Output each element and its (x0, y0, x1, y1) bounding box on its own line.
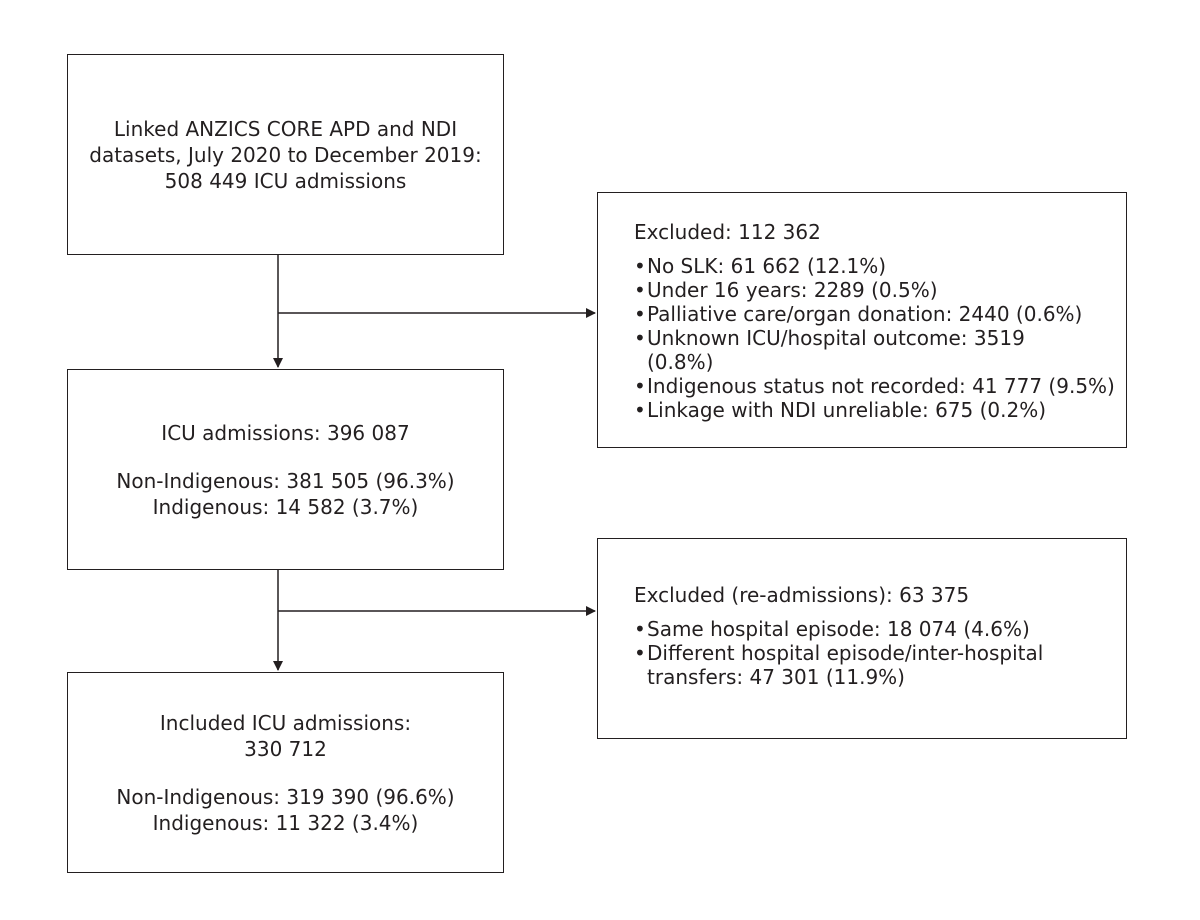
included-title-line-2: 330 712 (244, 736, 327, 761)
excluded-1-title: Excluded: 112 362 (634, 220, 821, 244)
excluded-2-list: Same hospital episode: 18 074 (4.6%) Dif… (634, 617, 1126, 689)
source-line-2: datasets, July 2020 to December 2019: (89, 142, 482, 167)
list-item: Under 16 years: 2289 (0.5%) (634, 278, 1126, 302)
excluded-box-2: Excluded (re-admissions): 63 375 Same ho… (597, 538, 1127, 739)
source-line-3: 508 449 ICU admissions (164, 168, 407, 193)
list-item: Palliative care/organ donation: 2440 (0.… (634, 302, 1126, 326)
icu-indigenous: Indigenous: 14 582 (3.7%) (152, 494, 419, 519)
source-datasets-box: Linked ANZICS CORE APD and NDI datasets,… (67, 54, 504, 255)
included-non-indigenous: Non-Indigenous: 319 390 (96.6%) (116, 784, 455, 809)
list-item: Different hospital episode/inter-hospita… (634, 641, 1077, 689)
included-title-line-1: Included ICU admissions: (159, 710, 412, 735)
icu-non-indigenous: Non-Indigenous: 381 505 (96.3%) (116, 468, 455, 493)
excluded-2-title: Excluded (re-admissions): 63 375 (634, 583, 970, 607)
icu-admissions-box: ICU admissions: 396 087 Non-Indigenous: … (67, 369, 504, 570)
source-line-1: Linked ANZICS CORE APD and NDI (113, 116, 458, 141)
list-item: No SLK: 61 662 (12.1%) (634, 254, 1126, 278)
excluded-box-1: Excluded: 112 362 No SLK: 61 662 (12.1%)… (597, 192, 1127, 448)
list-item: Indigenous status not recorded: 41 777 (… (634, 374, 1126, 398)
excluded-1-list: No SLK: 61 662 (12.1%) Under 16 years: 2… (634, 254, 1126, 422)
icu-admissions-title: ICU admissions: 396 087 (161, 420, 410, 445)
included-indigenous: Indigenous: 11 322 (3.4%) (152, 810, 419, 835)
included-admissions-box: Included ICU admissions: 330 712 Non-Ind… (67, 672, 504, 873)
list-item: Same hospital episode: 18 074 (4.6%) (634, 617, 1126, 641)
list-item: Unknown ICU/hospital outcome: 3519 (0.8%… (634, 326, 1047, 374)
list-item: Linkage with NDI unreliable: 675 (0.2%) (634, 398, 1126, 422)
